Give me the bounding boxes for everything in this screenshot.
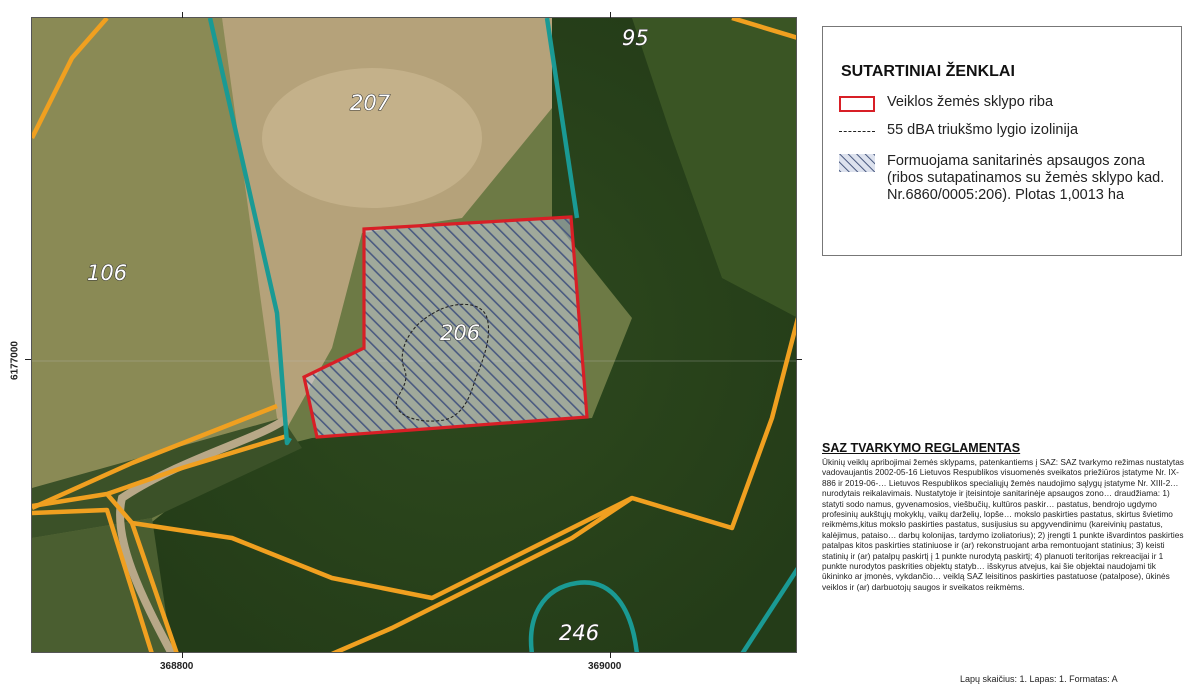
- regulation-title: SAZ TVARKYMO REGLAMENTAS: [822, 441, 1021, 455]
- tick-top-2: [610, 12, 611, 18]
- tick-right: [796, 359, 802, 360]
- forest-upper-right: [632, 18, 796, 317]
- legend-label-noise-isoline: 55 dBA triukšmo lygio izolinija: [887, 122, 1079, 138]
- legend-item-activity-boundary: Veiklos žemės sklypo riba: [837, 94, 1053, 114]
- orthophoto-map[interactable]: 95 207 106 206 246: [31, 17, 797, 653]
- parcel-label-95: 95: [622, 26, 649, 50]
- parcel-label-207: 207: [350, 91, 391, 115]
- tick-bottom-1: [182, 652, 183, 658]
- parcel-label-206: 206: [440, 321, 480, 345]
- tick-top-1: [182, 12, 183, 18]
- forest-bottom-left: [32, 518, 172, 652]
- parcel-label-106: 106: [87, 261, 127, 285]
- parcel-boundaries-orange: [32, 18, 796, 652]
- forest-strip: [32, 418, 302, 538]
- tick-left: [25, 359, 31, 360]
- forest: [132, 18, 796, 652]
- y-coord-label: 6177000: [9, 341, 21, 380]
- x-coord-label-1: 368800: [160, 661, 194, 672]
- legend-label-activity-boundary: Veiklos žemės sklypo riba: [887, 94, 1054, 110]
- legend-item-sanitary-zone: Formuojama sanitarinės apsaugos zona (ri…: [837, 153, 1177, 204]
- legend-title: SUTARTINIAI ŽENKLAI: [841, 63, 1015, 80]
- tick-bottom-2: [610, 652, 611, 658]
- parcel-boundaries-teal: [207, 18, 796, 652]
- hatch-symbol: [837, 153, 879, 173]
- legend-box: SUTARTINIAI ŽENKLAI Veiklos žemės sklypo…: [822, 26, 1182, 256]
- sanitary-zone-hatch[interactable]: [302, 215, 589, 439]
- regulation-text: Ūkinių veiklų apribojimai žemės sklypams…: [822, 457, 1184, 592]
- legend-label-sanitary-zone: Formuojama sanitarinės apsaugos zona (ri…: [887, 153, 1165, 203]
- x-coord-label-2: 369000: [588, 661, 622, 672]
- clearing-bright: [262, 68, 482, 208]
- dirt-path: [116, 414, 290, 652]
- sheet-info: Lapų skaičius: 1. Lapas: 1. Formatas: A: [960, 674, 1118, 684]
- dashed-line-symbol: [837, 122, 879, 142]
- legend-item-noise-isoline: 55 dBA triukšmo lygio izolinija: [837, 122, 1078, 142]
- noise-isoline-55dba: [395, 303, 490, 422]
- red-outline-symbol: [837, 94, 879, 114]
- parcel-label-246: 246: [559, 621, 599, 645]
- field-left: [32, 18, 282, 498]
